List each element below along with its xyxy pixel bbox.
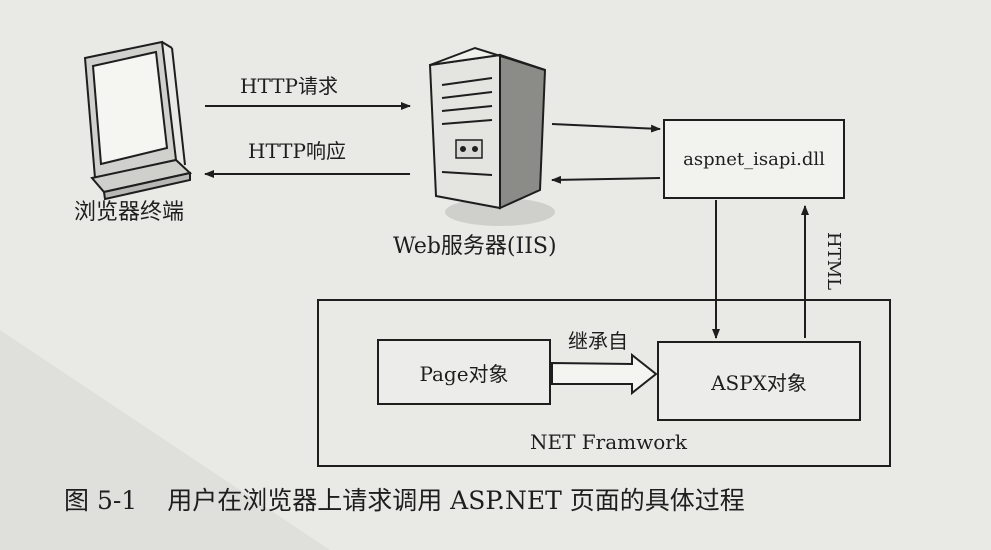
- node-label-server: Web服务器(IIS): [393, 234, 557, 259]
- edge-label-inherit: 继承自: [568, 329, 628, 353]
- arrow-isapi-to-server: [551, 175, 661, 184]
- monitor-icon: [83, 40, 193, 201]
- server-tower-icon: [428, 46, 555, 226]
- caption-number: 图 5-1: [64, 486, 138, 515]
- inherit-arrow: [551, 352, 658, 396]
- framework-label: NET Framwork: [530, 430, 687, 454]
- aspx-object-box: [657, 341, 861, 421]
- arrow-server-to-isapi: [551, 123, 661, 133]
- isapi-box: [663, 119, 845, 199]
- page-shadow: [0, 330, 330, 550]
- isapi-box-label: aspnet_isapi.dll: [683, 148, 825, 170]
- page-object-label: Page对象: [419, 361, 509, 386]
- caption-text: 用户在浏览器上请求调用 ASP.NET 页面的具体过程: [167, 486, 745, 515]
- figure-caption: 图 5-1 用户在浏览器上请求调用 ASP.NET 页面的具体过程: [64, 488, 745, 513]
- edge-label-html: HTML: [823, 232, 844, 291]
- aspx-object-label: ASPX对象: [711, 370, 807, 395]
- edge-label-http-response: HTTP响应: [248, 139, 346, 163]
- edge-label-http-request: HTTP请求: [240, 74, 338, 98]
- node-label-browser: 浏览器终端: [74, 200, 185, 225]
- page-object-box: [377, 339, 551, 405]
- framework-box: [317, 299, 891, 467]
